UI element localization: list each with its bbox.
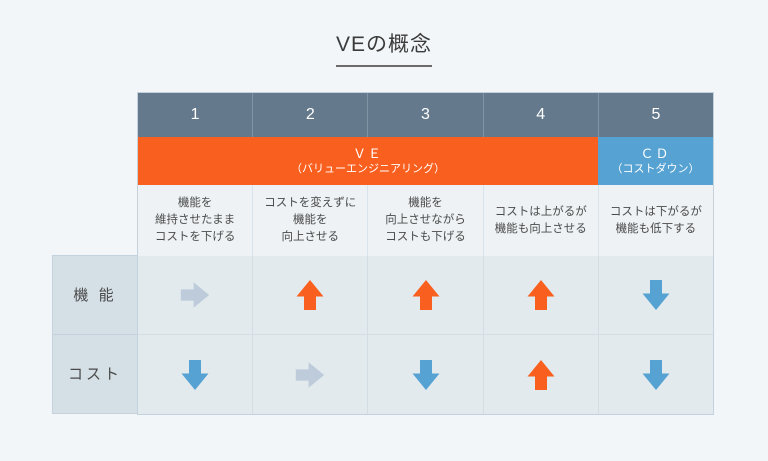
cd-band: ＣＤ （コストダウン） [598, 137, 713, 185]
arrow-down-icon [412, 359, 439, 390]
description-line: 維持させたまま [155, 214, 236, 227]
row-label-cost: コスト [67, 366, 122, 384]
arrow-up-icon [527, 359, 555, 390]
arrow-right-icon [296, 361, 325, 388]
description-line: コストも下げる [385, 230, 466, 243]
description-line: コストは下がるが [609, 205, 702, 218]
description-line: 機能を [293, 214, 328, 227]
function-arrow-cell-3 [368, 256, 484, 335]
function-arrow-cell-2 [253, 256, 369, 335]
description-line: コストを下げる [154, 230, 236, 243]
description-line: 向上させる [281, 230, 340, 243]
cd-band-title: ＣＤ [640, 145, 671, 161]
function-arrow-cell-1 [138, 256, 254, 335]
cost-arrow-cell-1 [138, 335, 254, 414]
cost-arrow-cell-2 [253, 335, 369, 414]
cost-arrow-row [138, 335, 714, 414]
description-line: 機能も向上させる [494, 222, 587, 235]
description-cell-4: コストは上がるが機能も向上させる [483, 185, 599, 256]
cost-arrow-cell-4 [483, 335, 599, 414]
function-arrow-cell-4 [483, 256, 599, 335]
description-line: コストを変えずに [264, 197, 357, 210]
comparison-table: 1 2 3 4 5 ＶＥ （バリューエンジニアリング） ＣＤ （コストダウン） … [137, 92, 714, 415]
description-line: 機能を [408, 197, 443, 210]
description-cell-2: コストを変えずに機能を向上させる [253, 185, 369, 256]
arrow-up-icon [412, 280, 439, 310]
ve-band: ＶＥ （バリューエンジニアリング） [138, 137, 598, 185]
description-cell-3: 機能を向上させながらコストも下げる [368, 185, 484, 256]
function-arrow-cell-5 [598, 256, 714, 335]
row-label-function: 機 能 [53, 256, 137, 335]
cd-band-subtitle: （コストダウン） [611, 163, 700, 176]
row-label-column: 機 能 コスト [52, 255, 137, 414]
ve-band-subtitle: （バリューエンジニアリング） [291, 163, 445, 176]
arrow-down-icon [181, 359, 209, 390]
arrow-up-icon [296, 280, 324, 310]
ve-concept-diagram: 機 能 コスト 1 2 3 4 5 ＶＥ （バリューエンジニアリング） ＣＤ （… [52, 92, 714, 415]
description-cell-5: コストは下がるが機能も低下する [598, 185, 714, 256]
column-header-5: 5 [598, 93, 714, 137]
ve-band-title: ＶＥ [352, 145, 383, 161]
header-row: 1 2 3 4 5 [138, 93, 714, 137]
arrow-right-icon [180, 282, 210, 308]
cost-arrow-cell-5 [598, 335, 714, 414]
description-cell-1: 機能を維持させたままコストを下げる [138, 185, 254, 256]
column-header-1: 1 [138, 93, 254, 137]
arrow-down-icon [642, 359, 670, 390]
description-line: 機能も低下する [615, 222, 697, 235]
page-title: VEの概念 [335, 28, 432, 67]
cost-arrow-cell-3 [368, 335, 484, 414]
page-title-container: VEの概念 [0, 28, 768, 67]
arrow-down-icon [642, 280, 670, 310]
description-line: 向上させながら [385, 214, 466, 227]
column-header-2: 2 [253, 93, 369, 137]
description-row: 機能を維持させたままコストを下げる コストを変えずに機能を向上させる 機能を向上… [138, 185, 714, 256]
description-line: 機能を [177, 197, 213, 210]
description-line: コストは上がるが [494, 205, 587, 218]
column-header-3: 3 [368, 93, 484, 137]
category-band-row: ＶＥ （バリューエンジニアリング） ＣＤ （コストダウン） [138, 137, 713, 185]
function-arrow-row [138, 256, 714, 335]
arrow-up-icon [527, 280, 555, 310]
column-header-4: 4 [483, 93, 599, 137]
